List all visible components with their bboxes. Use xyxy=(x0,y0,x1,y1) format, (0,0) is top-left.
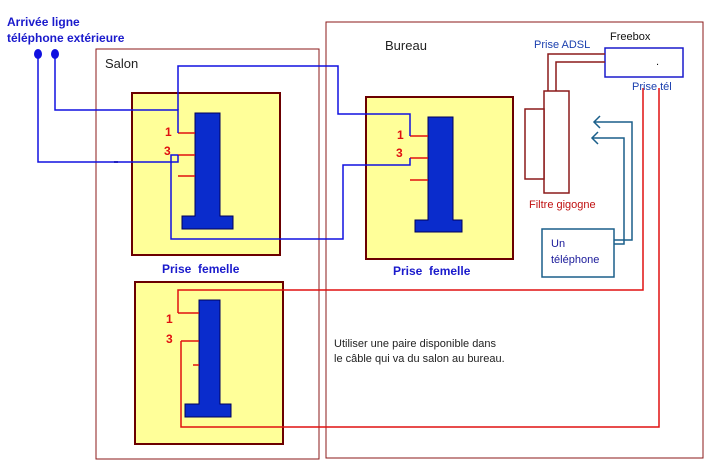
bureau-room xyxy=(325,21,704,459)
freebox-box xyxy=(604,47,684,78)
blue-wires xyxy=(37,54,411,240)
title-line-2: téléphone extérieure xyxy=(7,31,125,45)
note-line-1: Utiliser une paire disponible dans xyxy=(334,338,497,350)
red-wires xyxy=(177,88,660,428)
title-line-1: Arrivée ligne xyxy=(7,15,80,29)
salon-bottom-jack xyxy=(184,299,232,418)
salon-bottom-pin-1: 1 xyxy=(166,312,173,326)
salon-top-pin-1: 1 xyxy=(165,125,172,139)
freebox-dot: . xyxy=(656,56,659,68)
salon-room xyxy=(95,48,320,460)
salon-top-jack xyxy=(181,112,234,230)
phone-box xyxy=(541,228,615,278)
bureau-caption: Prise femelle xyxy=(393,264,471,278)
salon-bottom-pin-3: 3 xyxy=(166,332,173,346)
filter-body xyxy=(543,90,570,194)
freebox-label: Freebox xyxy=(610,31,651,43)
filter-plug xyxy=(524,108,545,180)
pin-stubs xyxy=(178,132,428,366)
bureau-pin-3: 3 xyxy=(396,146,403,160)
salon-top-pin-3: 3 xyxy=(164,144,171,158)
phone-label-line-2: téléphone xyxy=(551,254,599,266)
phone-cord xyxy=(590,115,633,245)
adsl-port-label: Prise ADSL xyxy=(534,39,590,51)
salon-top-caption: Prise femelle xyxy=(162,262,240,276)
adsl-wire xyxy=(547,53,605,92)
filter-label: Filtre gigogne xyxy=(529,199,596,211)
bureau-jack xyxy=(414,116,463,233)
bureau-pin-1: 1 xyxy=(397,128,404,142)
note-line-2: le câble qui va du salon au bureau. xyxy=(334,353,505,365)
salon-label: Salon xyxy=(105,56,138,71)
tel-port-label: Prise tél xyxy=(632,81,672,93)
bureau-label: Bureau xyxy=(385,38,427,53)
phone-label-line-1: Un xyxy=(551,238,565,250)
